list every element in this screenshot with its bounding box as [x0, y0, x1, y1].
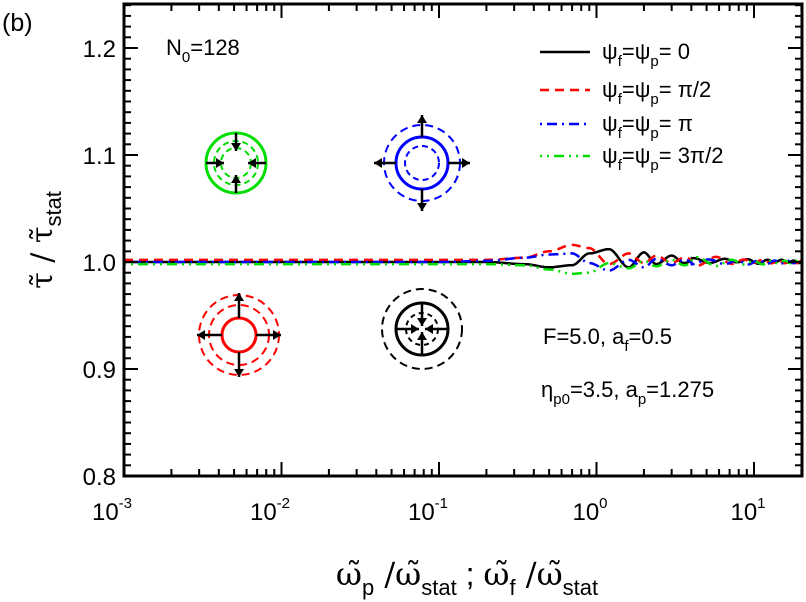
ytick-1.0: 1.0 — [83, 250, 116, 277]
ytick-1.1: 1.1 — [83, 143, 116, 170]
annotation-params-1: F=5.0, af=0.5 — [543, 324, 672, 355]
annotation-params-2: ηp0=3.5, ap=1.275 — [541, 377, 714, 408]
svg-text:ψf=ψp= 0: ψf=ψp= 0 — [602, 39, 690, 70]
y-tick-labels: 0.8 0.9 1.0 1.1 1.2 — [83, 36, 116, 491]
xtick-1e0: 100 — [572, 495, 607, 526]
y-axis-label: τ̃ / τ̃stat — [25, 191, 66, 289]
svg-text:ψf=ψp= π: ψf=ψp= π — [602, 111, 693, 142]
legend-item-3: ψf=ψp= 3π/2 — [540, 143, 723, 174]
expansion-blue-icon — [374, 115, 470, 211]
annotation-n0: N0=128 — [166, 35, 240, 66]
compression-black-icon — [381, 288, 463, 370]
ytick-0.8: 0.8 — [83, 464, 116, 491]
xtick-1e1: 101 — [730, 495, 765, 526]
compression-green-icon — [204, 131, 268, 195]
plot-frame — [122, 2, 804, 478]
ytick-1.2: 1.2 — [83, 36, 116, 63]
series-line-3 — [124, 256, 802, 276]
svg-text:τ̃ / τ̃stat: τ̃ / τ̃stat — [25, 191, 66, 289]
xtick-1e-1: 10-1 — [408, 495, 448, 526]
svg-text:ψf=ψp= 3π/2: ψf=ψp= 3π/2 — [602, 143, 723, 174]
legend: ψf=ψp= 0 ψf=ψp= π/2 ψf=ψp= π ψf=ψp= 3π/2 — [540, 39, 723, 174]
xtick-1e-3: 10-3 — [92, 495, 132, 526]
legend-item-0: ψf=ψp= 0 — [540, 39, 690, 70]
svg-text:ψf=ψp= π/2: ψf=ψp= π/2 — [602, 77, 711, 108]
series-line-1 — [124, 243, 802, 267]
data-series — [124, 243, 802, 276]
x-tick-labels: 10-3 10-2 10-1 100 101 — [92, 495, 766, 526]
series-line-2 — [124, 252, 802, 272]
xtick-1e-2: 10-2 — [250, 495, 290, 526]
schematic-icons — [197, 115, 470, 377]
axis-ticks — [123, 4, 803, 477]
ytick-0.9: 0.9 — [83, 357, 116, 384]
expansion-red-icon — [197, 293, 281, 377]
legend-item-1: ψf=ψp= π/2 — [540, 77, 711, 108]
x-axis-label: ω̃p /ω̃stat ; ω̃f /ω̃stat — [336, 555, 598, 600]
panel-label: (b) — [2, 9, 33, 37]
legend-item-2: ψf=ψp= π — [540, 111, 693, 142]
